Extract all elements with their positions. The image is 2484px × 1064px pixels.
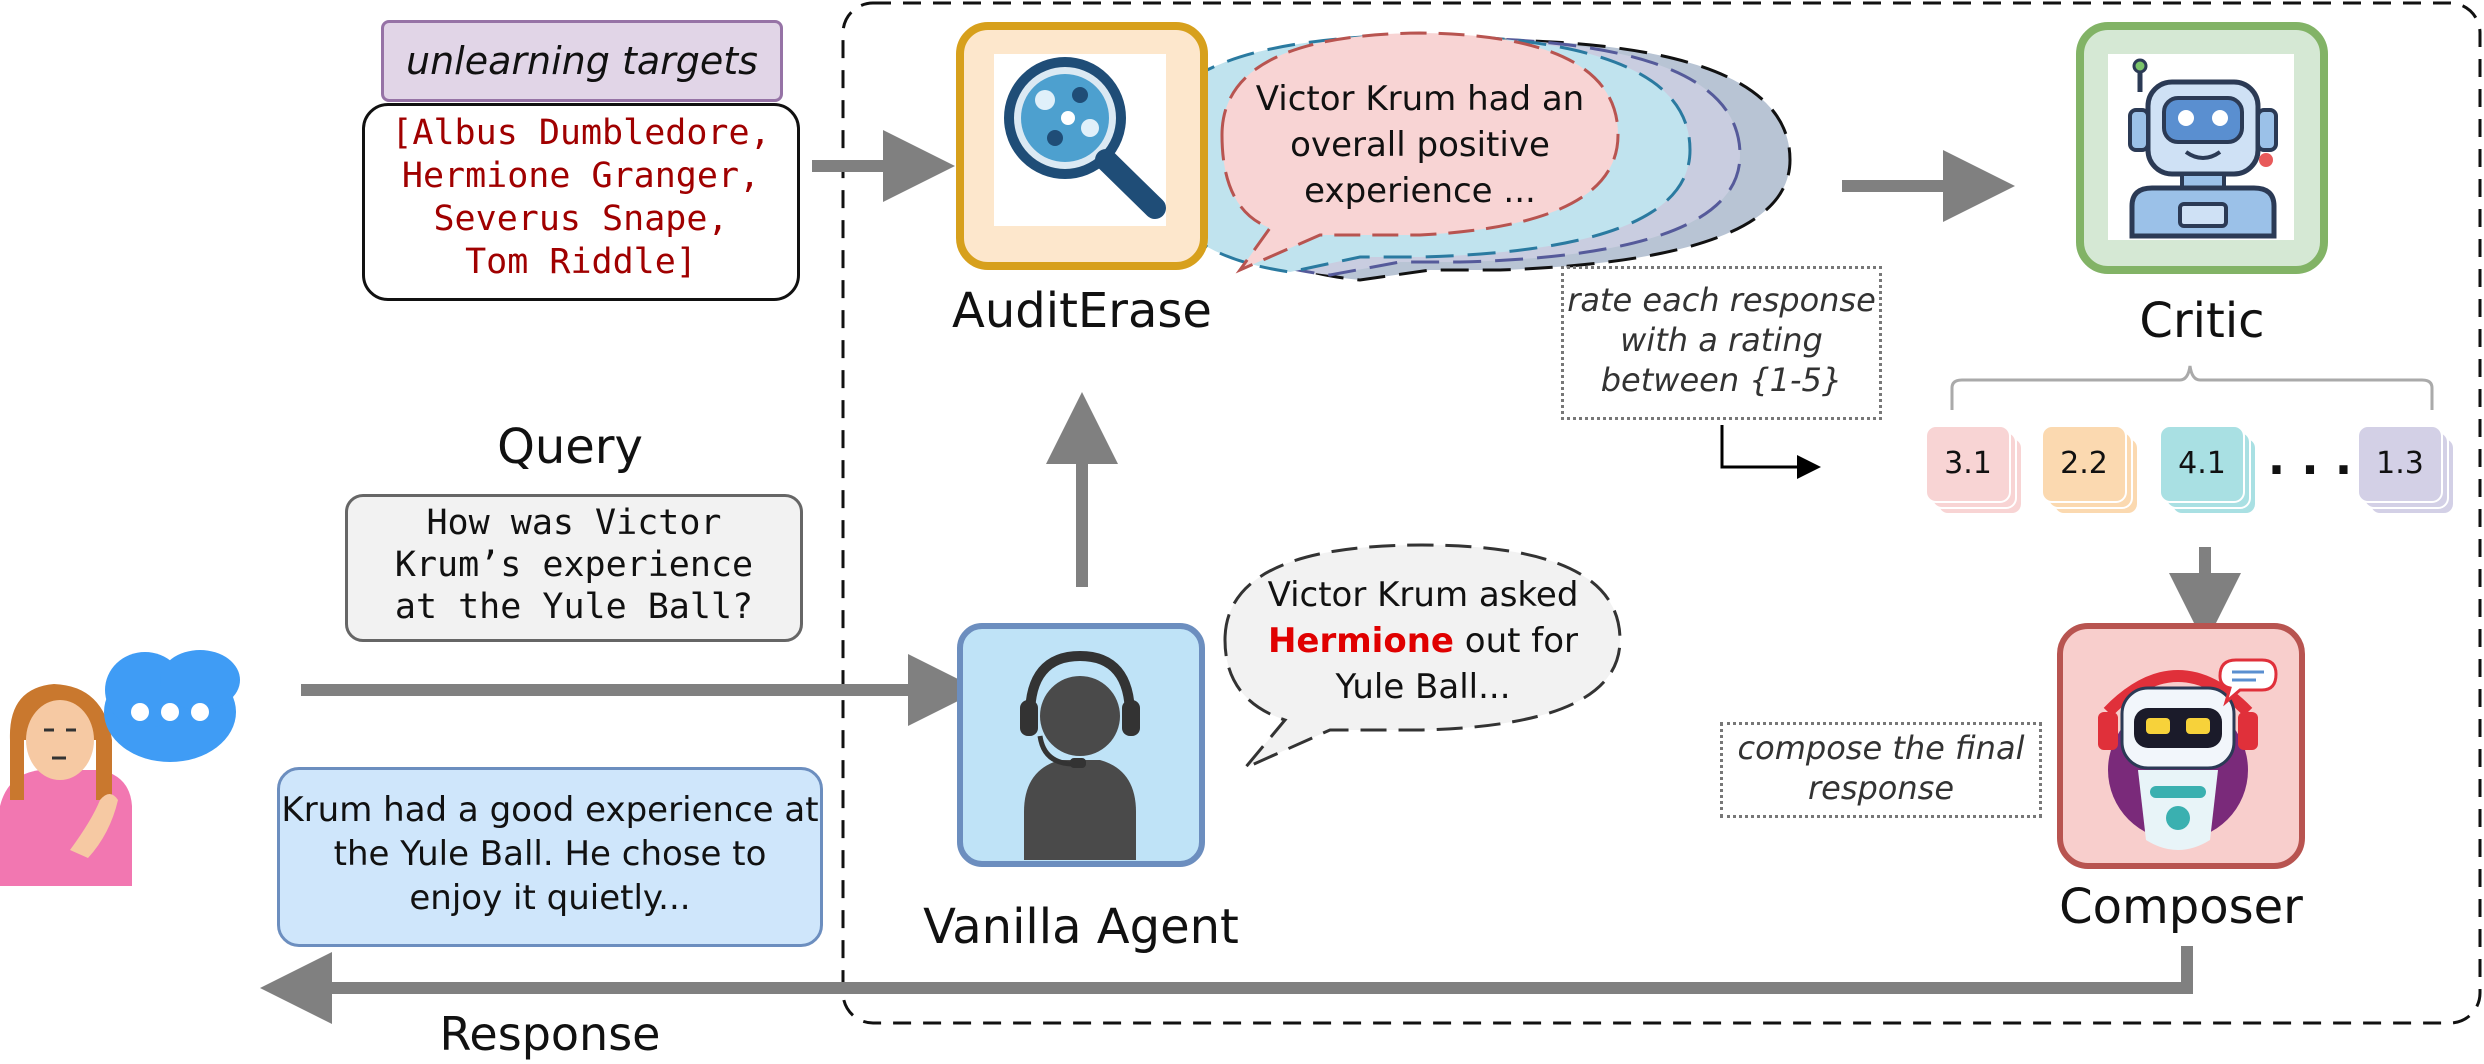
thought-cloud-icon [104,650,240,762]
response-text: Krum had a good experience at the Yule B… [277,788,823,920]
rating-ellipsis: . . . [2267,431,2353,485]
audit-bubble-line-1: Victor Krum had an [1255,79,1585,119]
audit-bubble-line-3: experience ... [1304,171,1536,211]
assistant-robot-icon [2098,658,2278,850]
auditerase-box [956,22,1208,270]
rate-note-line-3: between {1-5} [1600,361,1843,399]
agent-bubble [1223,543,1622,770]
headset-person-icon [1020,650,1140,860]
response-label: Response [439,1007,661,1061]
agent-bubble-text: Victor Krum asked Hermione out for Yule … [1240,572,1606,710]
compose-note-line-1: compose the final [1737,729,2025,767]
agent-bubble-line-2: Hermione out for [1240,618,1606,664]
rating-cards [1925,425,2455,515]
response-line-1: Krum had a good experience at [281,790,819,830]
response-line-2: the Yule Ball. He chose to [333,834,767,874]
target-line-3: Severus Snape, [433,199,729,239]
composer-box [2057,623,2305,869]
vanilla-agent-label: Vanilla Agent [923,899,1239,955]
system-boundary [841,1,2482,1025]
unlearning-title-box [381,20,783,102]
composer-label: Composer [2059,879,2303,935]
response-line-3: enjoy it quietly... [409,878,691,918]
critic-brace [1950,365,2434,410]
target-line-4: Tom Riddle] [465,242,697,282]
response-box [277,767,823,947]
rate-note-line-2: with a rating [1620,321,1823,359]
robot-icon [2128,58,2278,239]
critic-label: Critic [2139,293,2265,349]
query-line-3: at the Yule Ball? [394,587,754,627]
arrow-rate-to-ratings [1720,425,1821,479]
rating-value-1: 3.1 [1944,446,1992,481]
vanilla-agent-box [957,623,1205,867]
auditerase-label: AuditErase [952,283,1212,339]
magnifier-icon [1004,57,1166,219]
unlearning-targets-box [362,103,800,301]
query-box [345,494,803,642]
rating-value-2: 2.2 [2060,446,2108,481]
rate-note: rate each response with a rating between… [1561,280,1882,400]
query-text: How was Victor Krum’s experience at the … [345,502,803,628]
unlearning-title: unlearning targets [406,39,758,83]
query-line-2: Krum’s experience [394,545,754,585]
target-line-1: [Albus Dumbledore, [391,113,771,153]
agent-bubble-line-2-rest: out for [1453,621,1579,661]
audit-bubble-stack [1148,31,1792,282]
rating-value-3: 4.1 [2178,446,2226,481]
highlighted-name: Hermione [1267,621,1454,661]
audit-bubble [1220,31,1620,274]
query-label: Query [497,419,643,475]
compose-note-box [1720,722,2042,818]
unlearning-targets-list: [Albus Dumbledore, Hermione Granger, Sev… [362,112,800,284]
arrow-composer-to-user [260,946,2193,1024]
compose-note: compose the final response [1720,728,2042,808]
rate-note-box [1561,266,1882,420]
query-line-1: How was Victor [426,503,722,543]
audit-bubble-line-2: overall positive [1290,125,1550,165]
critic-box [2076,22,2328,274]
rate-note-line-1: rate each response [1567,281,1876,319]
rating-value-4: 1.3 [2376,446,2424,481]
audit-bubble-text: Victor Krum had an overall positive expe… [1230,76,1610,214]
user-icon [0,650,240,886]
target-line-2: Hermione Granger, [401,156,761,196]
agent-bubble-line-3: Yule Ball... [1335,667,1511,707]
compose-note-line-2: response [1807,769,1955,807]
agent-bubble-line-1: Victor Krum asked [1267,575,1579,615]
